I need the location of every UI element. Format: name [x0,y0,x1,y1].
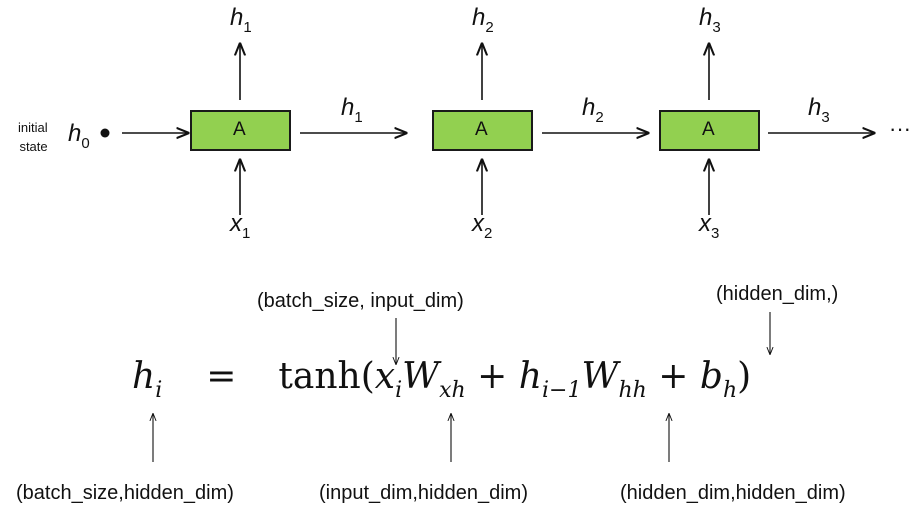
h0-label: h0 [68,120,90,152]
output-h1-label: h1 [230,4,252,36]
x-shape-label: (batch_size, input_dim) [257,290,464,312]
eq-tanh: tanh( [278,356,375,397]
output-h3-base: h [699,4,713,31]
cell-1-label: A [233,119,246,140]
eq-x: x [374,356,396,397]
input-x2-label: x2 [472,210,492,242]
output-h2-sub: 2 [485,19,494,36]
output-h2-label: h2 [472,4,494,36]
rnn-cell-3 [659,110,760,151]
input-x3-sub: 3 [711,225,720,242]
initial-state-dot [100,128,110,138]
h0-sub: 0 [81,135,90,152]
eq-plus-1: + [477,356,508,397]
whh-shape-label: (hidden_dim,hidden_dim) [620,482,846,504]
eq-plus-2: + [658,356,689,397]
eq-x-sub: i [395,378,403,403]
rnn-cell-2 [432,110,533,151]
pass-h2-base: h [582,94,596,121]
output-h1-base: h [230,4,244,31]
output-h3-label: h3 [699,4,721,36]
eq-wxh: W [402,356,440,397]
pass-h2-label: h2 [582,94,604,126]
eq-whh-sub: hh [618,378,647,403]
equation: hi=tanh(xiWxh + hi−1Whh + bh) [132,356,751,403]
cell-3-label: A [702,119,715,140]
pass-h1-base: h [341,94,355,121]
eq-h-prev: h [518,356,542,397]
input-x3-base: x [699,210,711,237]
input-x2-base: x [472,210,484,237]
pass-h1-sub: 1 [354,109,363,126]
input-x3-label: x3 [699,210,719,242]
input-x1-base: x [230,210,242,237]
pass-h3-base: h [808,94,822,121]
pass-h3-label: h3 [808,94,830,126]
eq-whh: W [581,356,619,397]
eq-lhs-sub: i [155,378,163,403]
eq-lhs: h [132,356,156,397]
output-h2-base: h [472,4,486,31]
h-shape-label: (batch_size,hidden_dim) [16,482,234,504]
output-h1-sub: 1 [243,19,252,36]
eq-wxh-sub: xh [439,378,466,403]
initial-state-line2: state [19,139,48,154]
input-x1-sub: 1 [242,225,251,242]
eq-b-sub: h [722,378,738,403]
eq-equals: = [206,356,237,397]
pass-h3-sub: 3 [821,109,830,126]
initial-state-label: initial state [18,118,48,156]
ellipsis: ··· [889,116,911,141]
pass-h1-label: h1 [341,94,363,126]
pass-h2-sub: 2 [595,109,604,126]
rnn-cell-1 [190,110,291,151]
wxh-shape-label: (input_dim,hidden_dim) [319,482,529,504]
eq-close-paren: ) [737,356,752,397]
cell-2-label: A [475,119,488,140]
eq-h-prev-sub: i−1 [541,378,582,403]
b-shape-label: (hidden_dim,) [716,283,839,305]
output-h3-sub: 3 [712,19,721,36]
input-x1-label: x1 [230,210,250,242]
input-x2-sub: 2 [484,225,493,242]
eq-b: b [699,356,723,397]
h0-base: h [68,120,82,147]
initial-state-line1: initial [18,120,48,135]
